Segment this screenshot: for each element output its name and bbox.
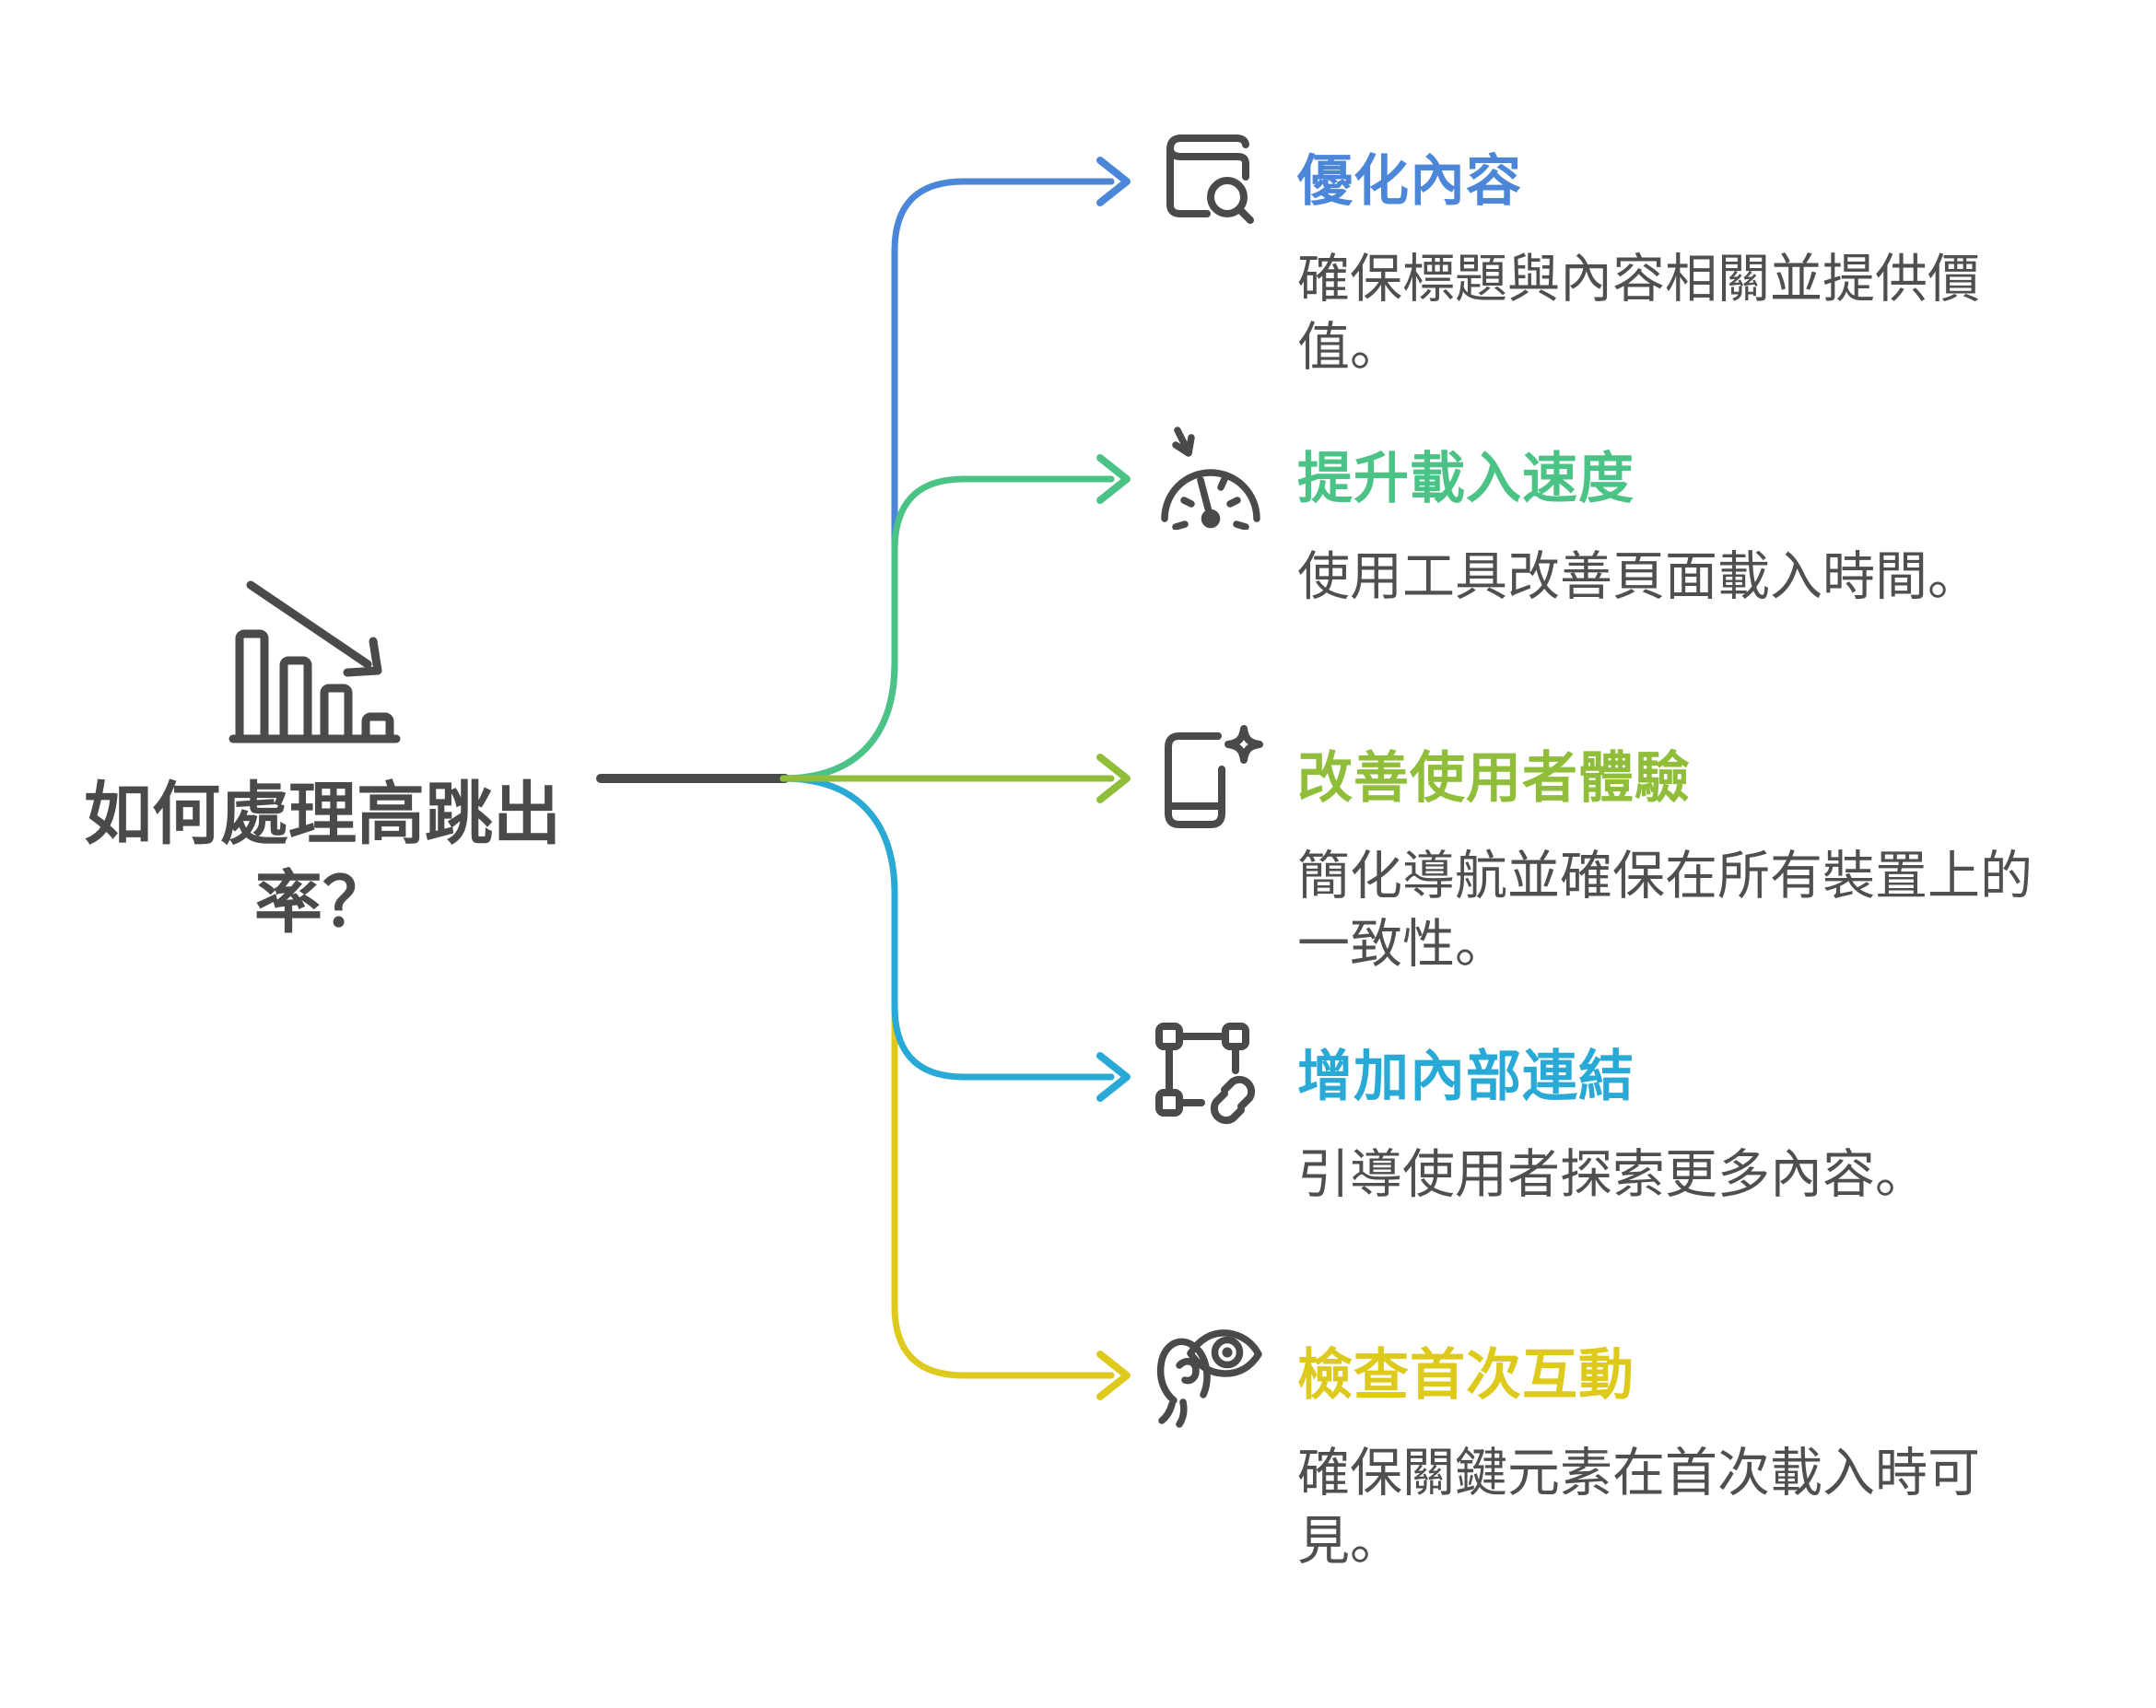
branch-improve-loading-speed: 提升載入速度 使用工具改善頁面載入時間。 [1297,440,2053,611]
branch-add-internal-links: 增加內部連結 引導使用者探索更多內容。 [1297,1038,2053,1209]
branch-optimize-content: 優化內容 確保標題與內容相關並提供價值。 [1297,143,2053,381]
branch-title: 改善使用者體驗 [1297,747,1691,809]
eye-tracking-icon [1156,1329,1262,1428]
arrowhead-improve-loading-speed [1096,454,1131,504]
declining-bar-chart-icon [228,580,401,743]
arrowhead-check-first-interaction [1096,1351,1131,1400]
arrowhead-improve-ux [1096,754,1131,803]
arrowhead-add-internal-links [1096,1052,1131,1102]
branch-line-improve-loading-speed [779,475,1115,782]
branch-description: 簡化導航並確保在所有裝置上的一致性。 [1297,847,2033,974]
branch-line-add-internal-links [779,775,1115,1081]
branch-title: 檢查首次互動 [1297,1344,1635,1406]
root-title: 如何處理高跳出率？ [84,776,561,941]
phone-sparkle-icon [1165,725,1263,828]
arrowhead-optimize-content [1096,157,1131,206]
speedometer-down-icon [1161,427,1260,530]
branch-improve-ux: 改善使用者體驗 簡化導航並確保在所有裝置上的一致性。 [1297,740,2053,978]
branch-title: 增加內部連結 [1297,1046,1635,1107]
book-search-icon [1166,135,1254,224]
branch-description: 使用工具改善頁面載入時間。 [1297,547,1980,606]
branch-description: 確保關鍵元素在首次載入時可見。 [1297,1444,1980,1571]
branch-description: 確保標題與內容相關並提供價值。 [1297,250,1980,377]
branch-check-first-interaction: 檢查首次互動 確保關鍵元素在首次載入時可見。 [1297,1337,2053,1575]
branch-description: 引導使用者探索更多內容。 [1297,1145,1928,1204]
branch-title: 提升載入速度 [1297,448,1635,509]
selection-link-icon [1155,1023,1256,1125]
branch-title: 優化內容 [1297,150,1522,212]
